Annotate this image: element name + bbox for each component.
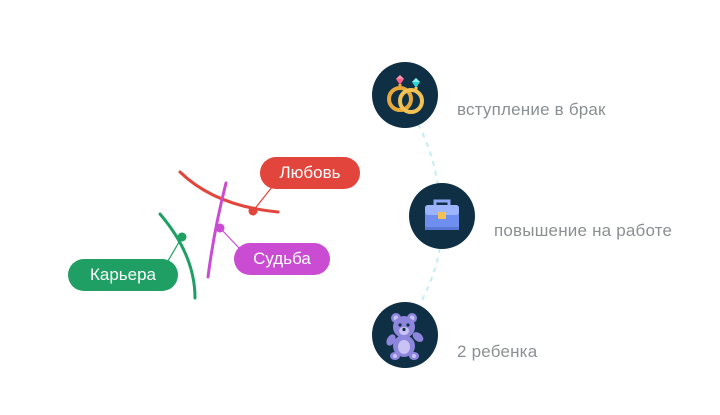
- wedding-rings-icon: [387, 75, 424, 114]
- career-thread-line: [158, 212, 197, 300]
- timeline-connector-bottom: [421, 247, 441, 301]
- promotion-event-circle: [409, 183, 475, 249]
- fate-node: [215, 223, 225, 233]
- career-label: Карьера: [68, 259, 178, 291]
- marriage-event-circle: [372, 62, 438, 128]
- marriage-event-label: вступление в брак: [457, 100, 606, 119]
- briefcase-icon: [425, 199, 459, 230]
- fate-pointer-line: [219, 227, 241, 250]
- love-node: [248, 206, 258, 216]
- promotion-event-label: повышение на работе: [494, 221, 673, 240]
- children-event-label: 2 ребенка: [457, 342, 538, 361]
- teddy-bear-icon: [386, 313, 424, 360]
- love-label: Любовь: [260, 157, 360, 189]
- fate-label: Судьба: [234, 243, 330, 275]
- timeline-connector-top: [417, 123, 439, 186]
- children-event-circle: [372, 302, 438, 368]
- fate-thread-line: [206, 181, 228, 279]
- career-node: [177, 232, 187, 242]
